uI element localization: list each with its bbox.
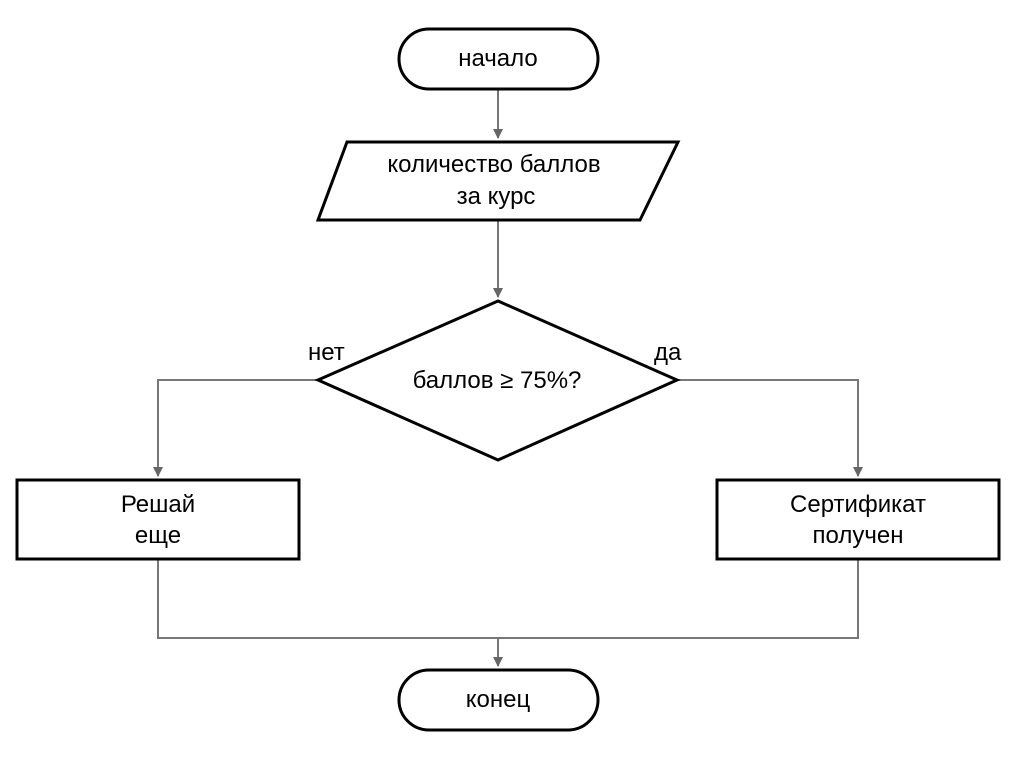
connectors xyxy=(153,90,863,667)
edge-no-action-to-merge xyxy=(157,560,498,639)
input-label-line2: за курс xyxy=(457,183,536,210)
end-label: конец xyxy=(466,686,531,713)
no-action-node: Решай еще xyxy=(15,478,301,561)
end-node: конец xyxy=(397,668,600,732)
yes-action-label-line1: Сертификат xyxy=(790,491,926,518)
yes-action-label-line2: получен xyxy=(813,522,904,549)
yes-action-node: Сертификат получен xyxy=(715,478,1001,561)
start-node: начало xyxy=(397,27,600,91)
edge-decision-no-branch xyxy=(153,379,317,477)
input-label-line1: количество баллов xyxy=(387,151,600,178)
decision-label: баллов ≥ 75%? xyxy=(413,367,582,394)
decision-node: баллов ≥ 75%? xyxy=(314,299,681,462)
no-action-label-line2: еще xyxy=(135,522,181,549)
branch-yes-label: да xyxy=(654,339,682,366)
edge-yes-action-to-merge xyxy=(498,560,859,639)
edge-decision-yes-branch xyxy=(678,379,863,477)
no-action-label-line1: Решай xyxy=(121,491,195,518)
input-node: количество баллов за курс xyxy=(315,140,681,222)
branch-no-label: нет xyxy=(308,339,345,366)
start-label: начало xyxy=(458,45,538,72)
